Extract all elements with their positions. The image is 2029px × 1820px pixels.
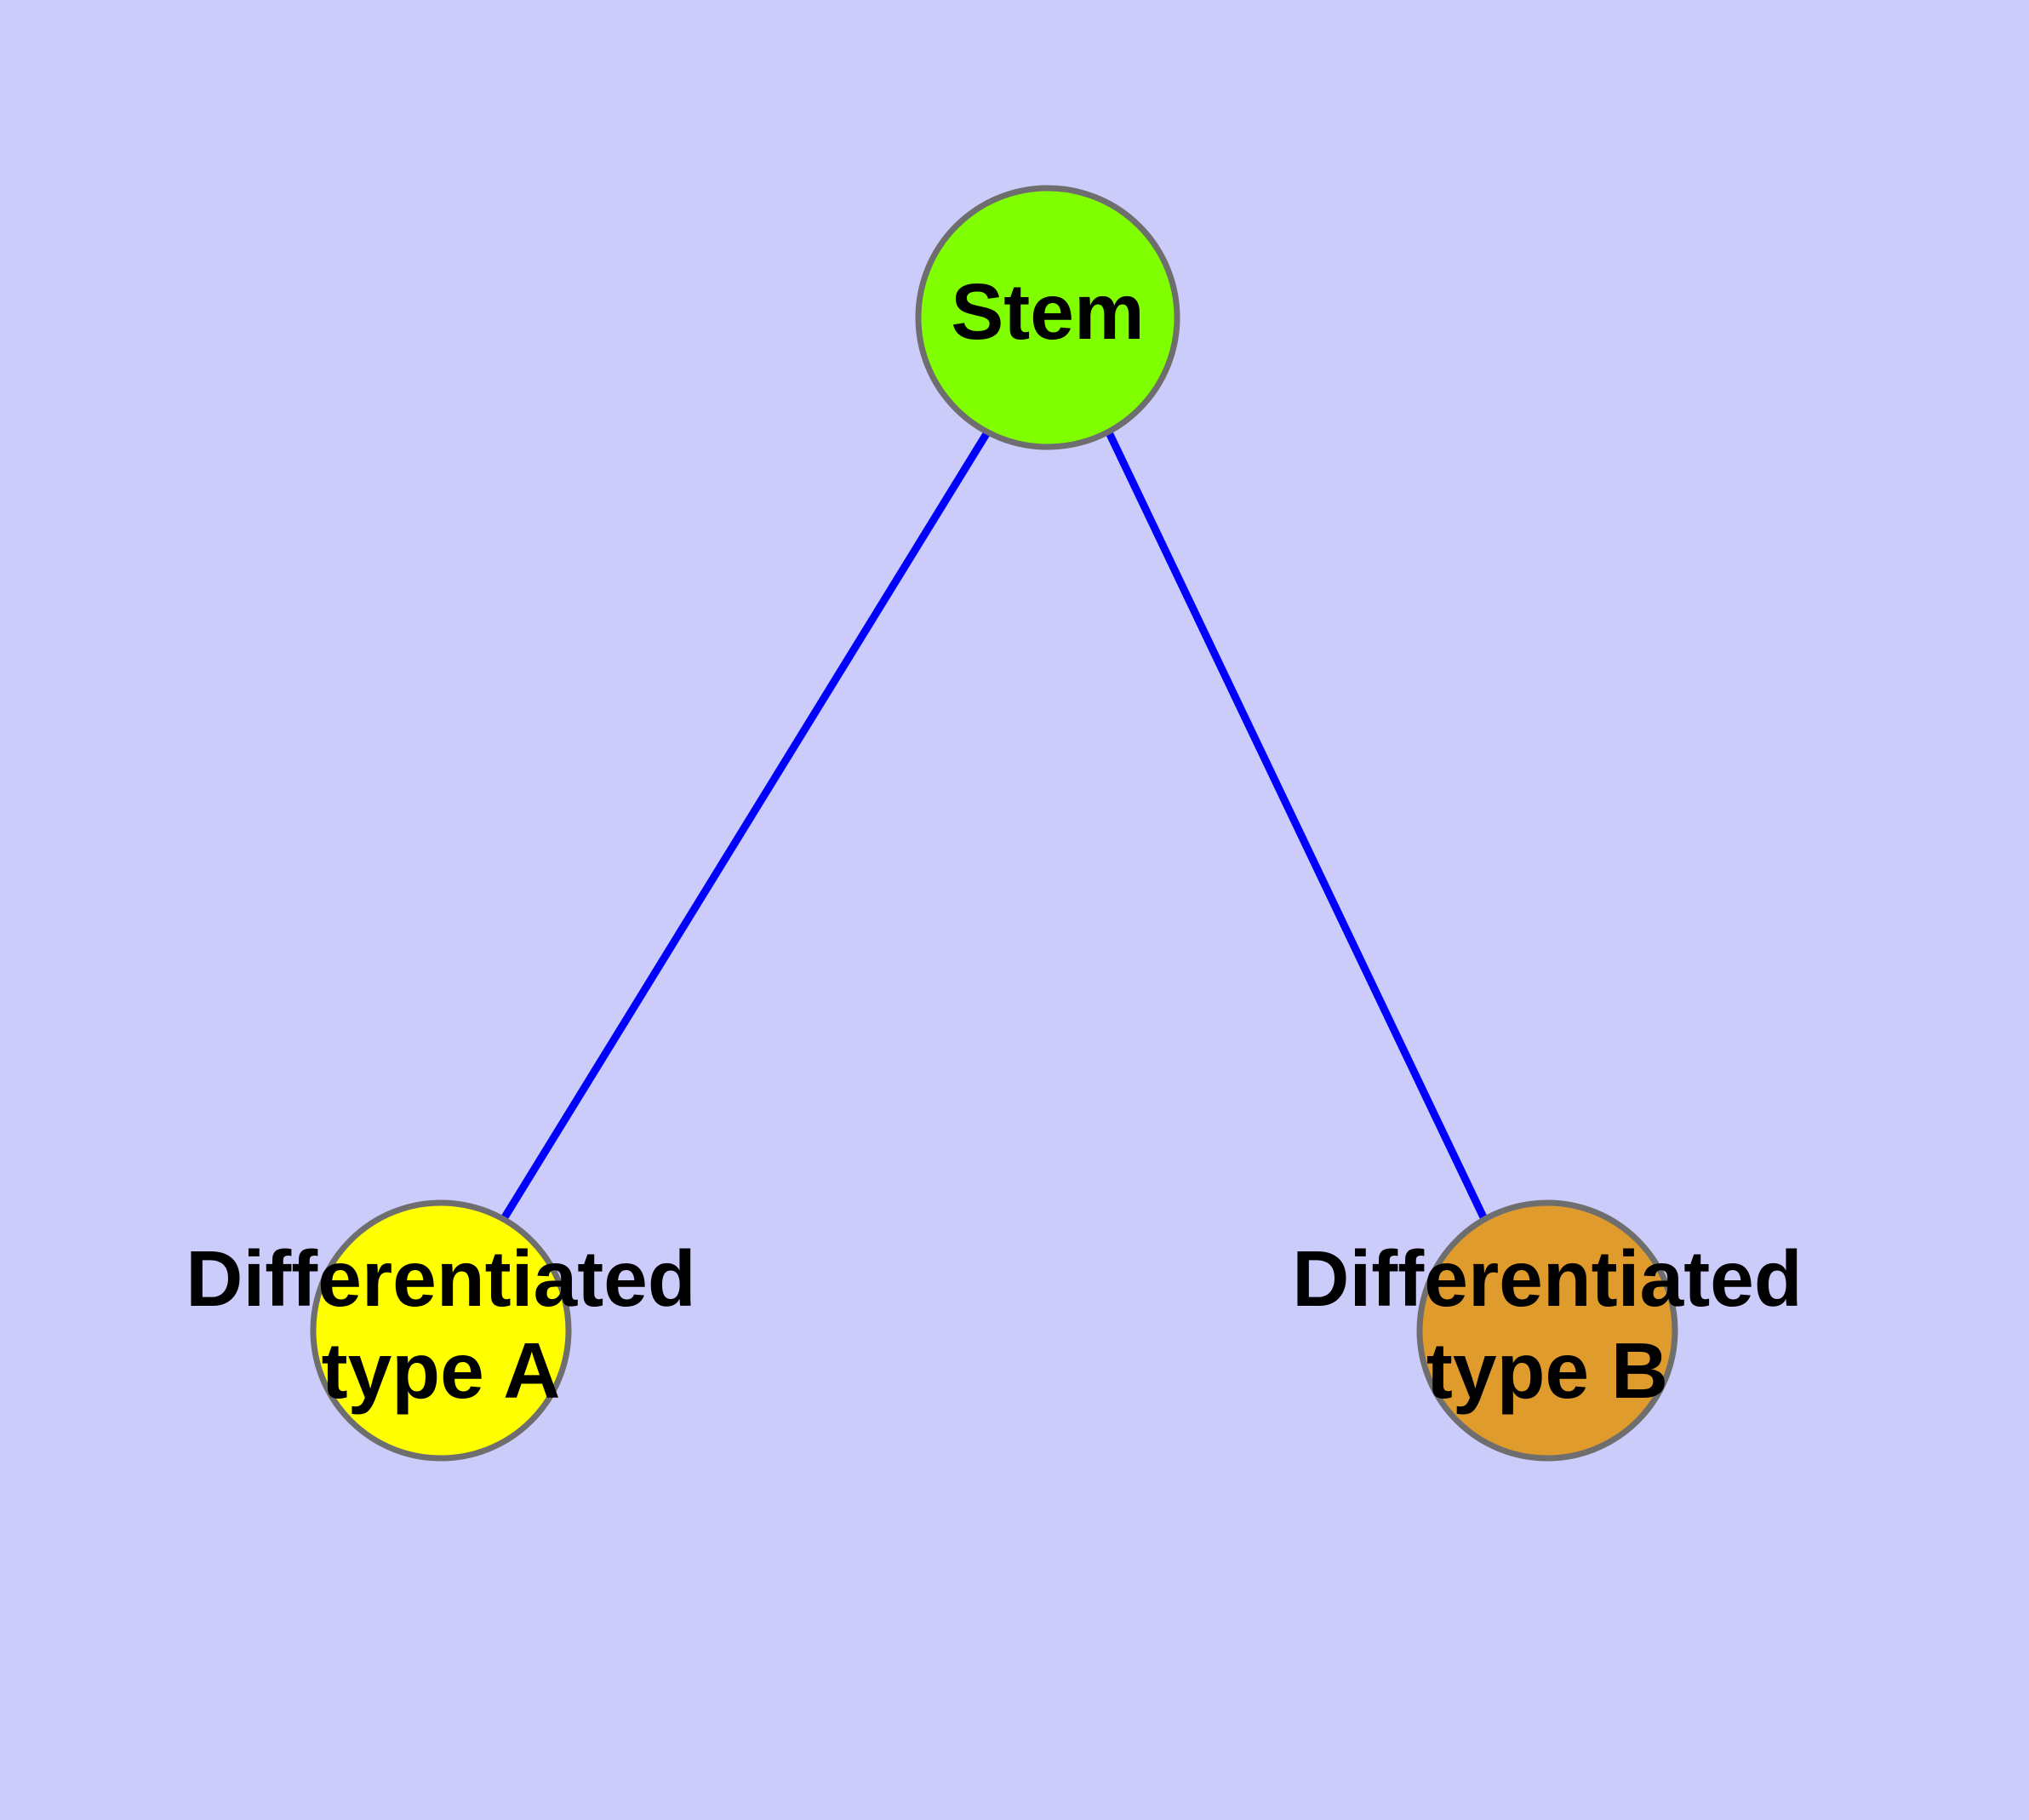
edge-stem-to-diff-a[interactable] <box>501 430 991 1220</box>
node-label-stem: Stem <box>951 267 1144 356</box>
node-stem[interactable] <box>915 185 1180 450</box>
node-diff-a[interactable] <box>310 1199 572 1462</box>
node-circle-diff-b[interactable] <box>1416 1199 1678 1462</box>
node-diff-b[interactable] <box>1416 1199 1678 1462</box>
node-layer <box>310 185 1678 1462</box>
node-circle-diff-a[interactable] <box>310 1199 572 1462</box>
edge-stem-to-diff-b[interactable] <box>1105 431 1488 1219</box>
edge-layer <box>501 430 1488 1220</box>
node-circle-stem[interactable] <box>915 185 1180 450</box>
